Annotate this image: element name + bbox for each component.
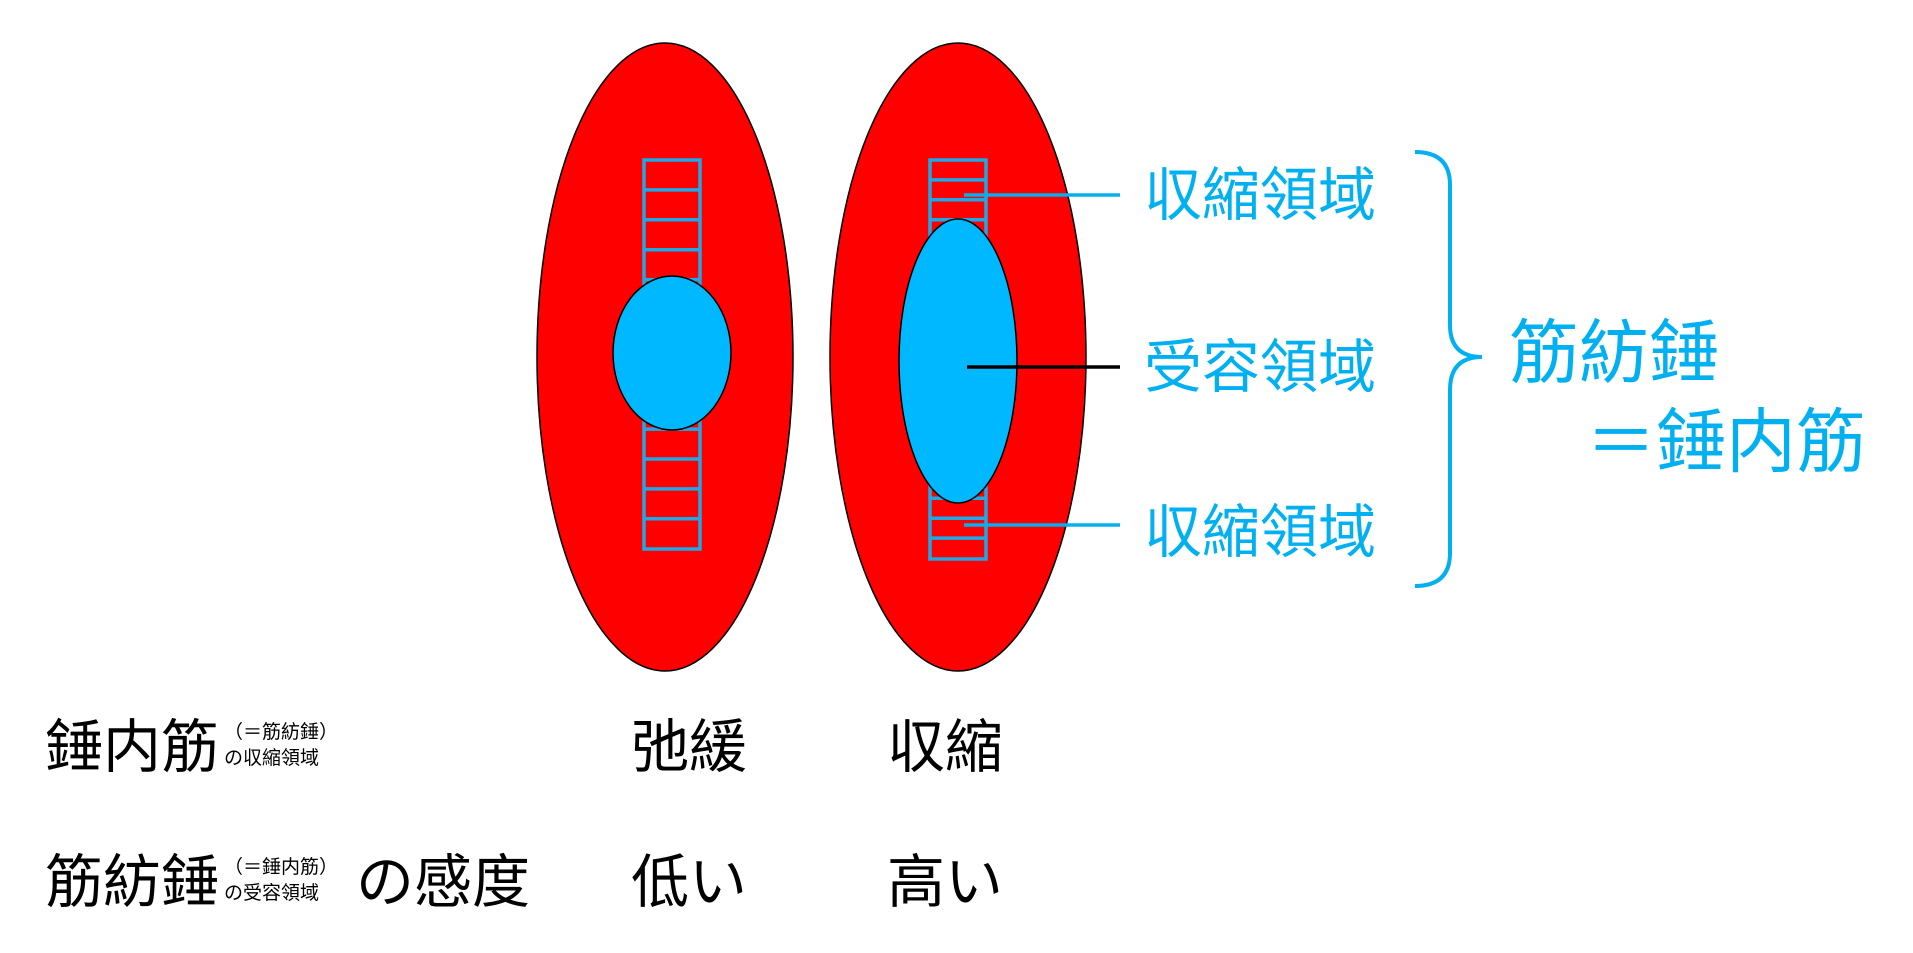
- row1-right-state: 収縮: [887, 713, 1004, 781]
- row1-sub1: （＝筋紡錘）: [224, 721, 339, 743]
- row2-sub2: の受容領域: [224, 882, 320, 904]
- label-contraction-region-top: 収縮領域: [1144, 161, 1377, 229]
- label-receptor-region: 受容領域: [1144, 333, 1377, 401]
- row2-sub1: （＝錘内筋）: [224, 856, 339, 878]
- row2-main: 筋紡錘: [45, 848, 220, 916]
- row1-sub2: の収縮領域: [224, 747, 320, 769]
- receptor-region-right: [898, 218, 1018, 504]
- label-contraction-region-bottom: 収縮領域: [1144, 498, 1377, 566]
- row1-main: 錘内筋: [45, 713, 220, 781]
- right-brace: [1414, 150, 1483, 588]
- brace-title-line2: ＝錘内筋: [1586, 401, 1866, 483]
- row2-suffix: の感度: [356, 848, 531, 916]
- row2-right-state: 高い: [887, 848, 1004, 916]
- brace-title-line1: 筋紡錘: [1509, 312, 1719, 394]
- receptor-region-left: [612, 275, 732, 431]
- row1-left-state: 弛緩: [631, 713, 748, 781]
- row2-left-state: 低い: [631, 848, 748, 916]
